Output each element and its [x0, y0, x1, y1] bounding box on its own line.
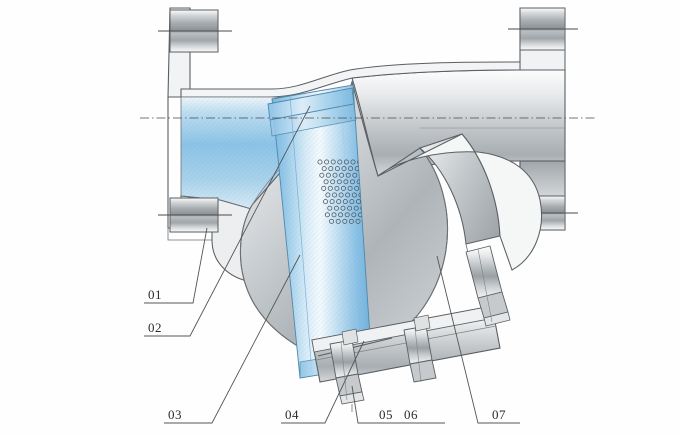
callout-leader-06 [351, 385, 372, 424]
callout-label-01: 01 [148, 287, 162, 302]
callout-label-05: 05 [379, 407, 393, 422]
callout-leader-07 [436, 255, 488, 424]
body-lower-right-leg [377, 133, 543, 295]
perforated-screen-element [267, 84, 373, 379]
callout-label-04: 04 [285, 407, 299, 422]
cover-bolt-left [329, 339, 365, 412]
callout-label-02: 02 [148, 320, 162, 335]
callout-leader-03 [196, 254, 301, 424]
callout-label-03: 03 [168, 407, 182, 422]
cover-bolt-mid [403, 325, 437, 383]
callout-leader-04 [313, 340, 365, 424]
inlet-flange [158, 7, 232, 241]
callout-label-06: 06 [404, 407, 418, 422]
callout-leader-01 [175, 227, 208, 304]
callout-leader-02 [175, 105, 311, 337]
callout-label-07: 07 [492, 407, 506, 422]
bottom-cover-flange [311, 245, 511, 412]
cover-bolt-right [465, 245, 511, 327]
